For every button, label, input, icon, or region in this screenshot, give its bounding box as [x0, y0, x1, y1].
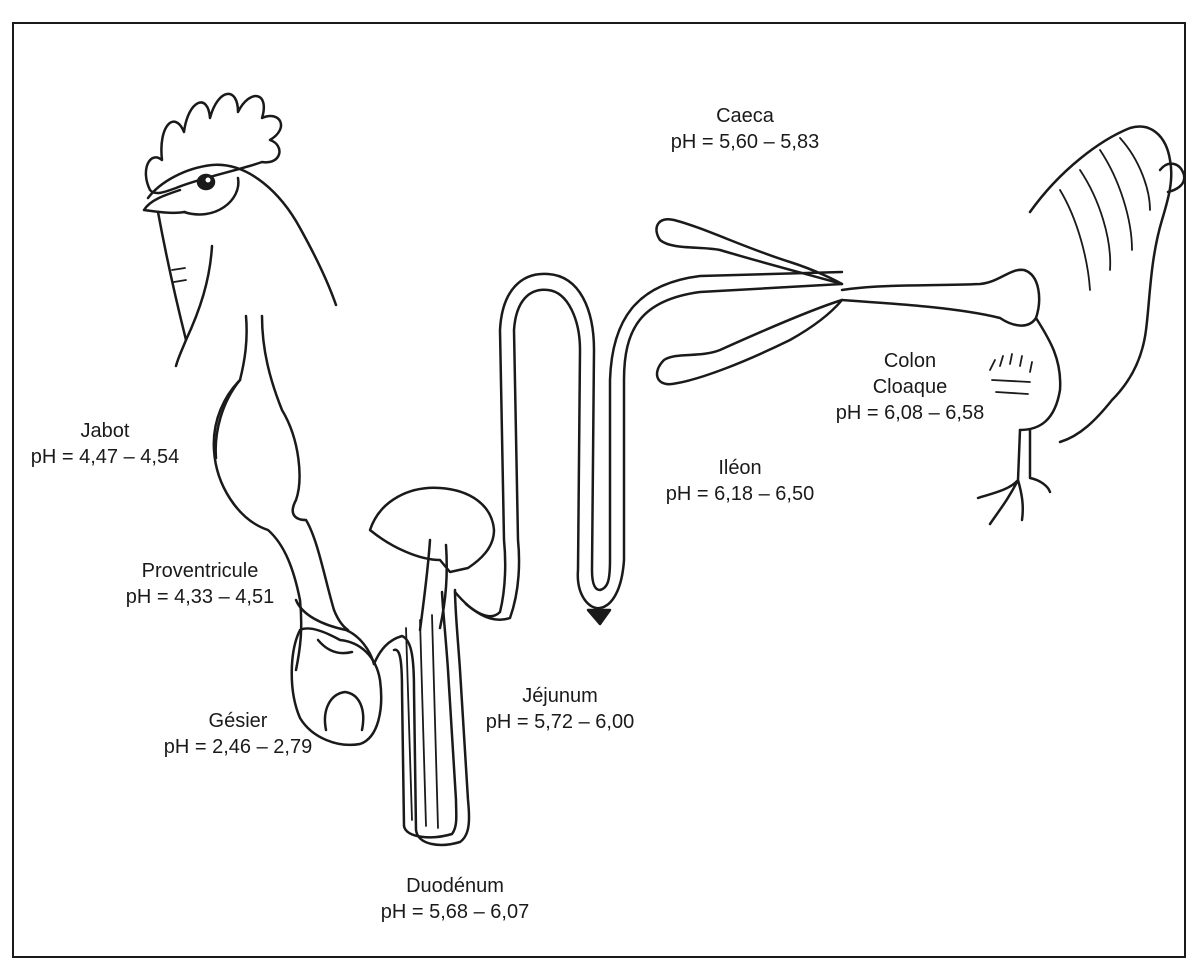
rooster-head-outline	[148, 165, 336, 305]
label-proventricule-ph: pH = 4,33 – 4,51	[100, 584, 300, 610]
label-colon-cloaque: Colon Cloaque pH = 6,08 – 6,58	[810, 348, 1010, 426]
ileum-end-arrow	[588, 610, 610, 624]
label-caeca: Caeca pH = 5,60 – 5,83	[645, 103, 845, 155]
label-proventricule: Proventricule pH = 4,33 – 4,51	[100, 558, 300, 610]
pancreas-outline	[370, 488, 494, 572]
rooster-leg	[978, 430, 1050, 524]
label-jabot-ph: pH = 4,47 – 4,54	[10, 444, 200, 470]
label-jejunum-ph: pH = 5,72 – 6,00	[460, 709, 660, 735]
label-ileon-name: Iléon	[640, 455, 840, 481]
label-jejunum-name: Jéjunum	[460, 683, 660, 709]
label-caeca-name: Caeca	[645, 103, 845, 129]
label-jejunum: Jéjunum pH = 5,72 – 6,00	[460, 683, 660, 735]
pancreas-stem	[420, 540, 447, 630]
jejunum-outer	[455, 284, 842, 620]
rooster-tail-illustration	[978, 127, 1184, 524]
label-cloaque-name: Cloaque	[810, 374, 1010, 400]
label-duodenum-name: Duodénum	[355, 873, 555, 899]
label-colon-name: Colon	[810, 348, 1010, 374]
label-ileon-ph: pH = 6,18 – 6,50	[640, 481, 840, 507]
label-gesier: Gésier pH = 2,46 – 2,79	[138, 708, 338, 760]
jejunum-tube	[455, 272, 842, 624]
label-gesier-ph: pH = 2,46 – 2,79	[138, 734, 338, 760]
rooster-belly	[1020, 318, 1060, 430]
label-jabot-name: Jabot	[10, 418, 200, 444]
rooster-wattle	[158, 212, 212, 340]
rooster-tail-lines	[1060, 138, 1150, 290]
label-duodenum: Duodénum pH = 5,68 – 6,07	[355, 873, 555, 925]
label-jabot: Jabot pH = 4,47 – 4,54	[10, 418, 200, 470]
label-colon-ph: pH = 6,08 – 6,58	[810, 400, 1010, 426]
label-proventricule-name: Proventricule	[100, 558, 300, 584]
label-caeca-ph: pH = 5,60 – 5,83	[645, 129, 845, 155]
label-gesier-name: Gésier	[138, 708, 338, 734]
jejunum-inner	[466, 272, 842, 616]
esophagus-left-wall	[214, 316, 301, 670]
rooster-head-illustration	[144, 94, 336, 366]
crop-bulge	[216, 380, 240, 458]
label-ileon: Iléon pH = 6,18 – 6,50	[640, 455, 840, 507]
colon-body	[842, 270, 1039, 326]
pancreas-lobe	[370, 488, 494, 630]
crop-and-esophagus	[214, 316, 348, 670]
label-duodenum-ph: pH = 5,68 – 6,07	[355, 899, 555, 925]
rooster-eye	[198, 175, 214, 189]
rooster-back	[1030, 127, 1171, 442]
duodenum-outer-left	[374, 590, 469, 845]
duodenum-loop	[374, 590, 469, 845]
rooster-neck	[176, 340, 186, 366]
